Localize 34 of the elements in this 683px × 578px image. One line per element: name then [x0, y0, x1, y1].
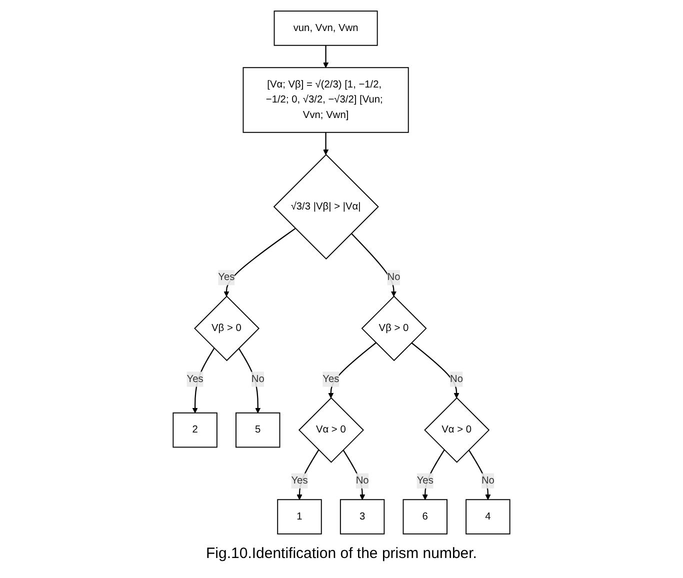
edge-label: Yes [416, 475, 434, 486]
edge-label: Yes [291, 475, 308, 486]
arrow [328, 342, 376, 398]
node-box: [Vα; Vβ] = √(2/3) [1, −1/2, −1/2; 0, √3/2, −√3/2] [Vun; Vvn; Vwn] [242, 67, 409, 133]
node-diamond: Vα > 0 [298, 397, 364, 463]
node-box: vun, Vvn, Vwn [274, 10, 378, 46]
arrow [422, 450, 445, 500]
arrow [224, 228, 296, 297]
arrow [323, 132, 329, 155]
arrow [350, 232, 397, 297]
edge-label: Yes [218, 272, 235, 283]
edge-label: No [387, 272, 400, 283]
node-diamond: Vβ > 0 [361, 296, 427, 362]
edge-label: Yes [322, 374, 340, 384]
edge-label: No [481, 475, 494, 486]
edge-label: No [251, 374, 264, 384]
node-box: 3 [340, 499, 385, 534]
edge-label: No [450, 374, 464, 384]
node-diamond: √3/3 |Vβ| > |Vα| [273, 154, 379, 260]
node-box: 2 [172, 412, 218, 448]
node-box: 6 [402, 499, 448, 534]
node-box: 1 [277, 499, 322, 534]
node-box: 4 [466, 499, 510, 534]
node-diamond: Vα > 0 [424, 397, 490, 463]
edge-label: No [356, 475, 369, 486]
node-box: 5 [236, 412, 280, 448]
arrow [192, 348, 215, 414]
node-diamond: Vβ > 0 [194, 296, 260, 362]
arrow [411, 342, 460, 398]
arrow [238, 348, 261, 414]
edge-label: Yes [186, 374, 204, 384]
caption: Fig.10.Identification of the prism number. [206, 545, 477, 562]
arrow [296, 450, 320, 500]
arrow [323, 45, 329, 68]
